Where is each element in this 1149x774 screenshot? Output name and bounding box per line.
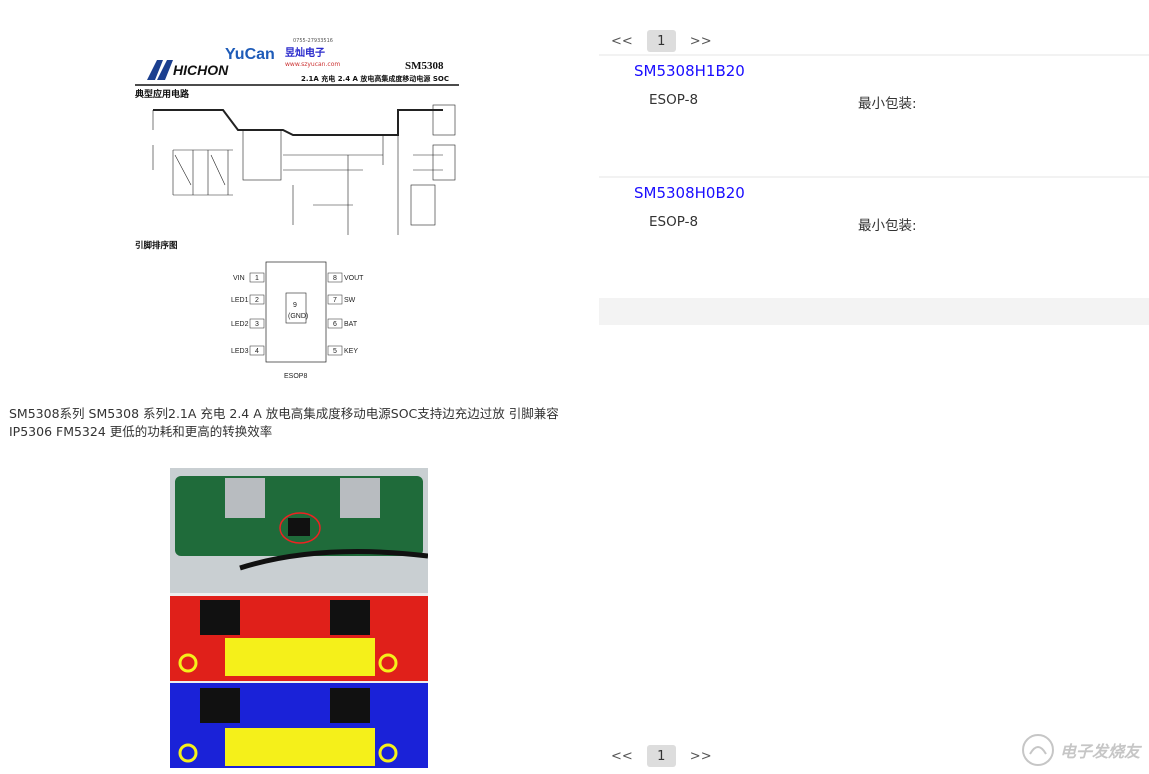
svg-text:(GND): (GND) xyxy=(288,313,308,320)
watermark-icon xyxy=(1022,734,1054,766)
svg-text:5: 5 xyxy=(333,348,337,355)
next-page-button[interactable]: >> xyxy=(689,748,712,764)
datasheet-image: HICHON YuCan 0755-27933516 昱灿电子 www.szyu… xyxy=(133,35,461,380)
svg-text:昱灿电子: 昱灿电子 xyxy=(285,46,325,59)
product-package: ESOP-8 xyxy=(649,92,699,108)
pinout-diagram: 9 (GND) 1 VIN 2 LED1 3 LED2 4 LED3 8 VOUT 7 SW… xyxy=(231,261,364,380)
page-1-button[interactable]: 1 xyxy=(646,745,676,767)
svg-text:KEY: KEY xyxy=(344,348,358,355)
svg-text:6: 6 xyxy=(333,321,337,328)
svg-text:VOUT: VOUT xyxy=(344,275,364,282)
schematic xyxy=(152,104,456,235)
svg-text:9: 9 xyxy=(293,302,297,309)
svg-text:3: 3 xyxy=(255,321,259,328)
prev-page-button[interactable]: << xyxy=(611,748,633,764)
page-1-button[interactable]: 1 xyxy=(646,30,676,52)
svg-text:SW: SW xyxy=(344,297,356,304)
svg-text:4: 4 xyxy=(255,348,259,355)
svg-text:1: 1 xyxy=(255,275,259,282)
svg-text:引脚排序图: 引脚排序图 xyxy=(135,240,178,251)
svg-text:SM5308: SM5308 xyxy=(405,60,444,72)
svg-text:0755-27933516: 0755-27933516 xyxy=(293,38,333,44)
svg-text:BAT: BAT xyxy=(344,321,358,328)
svg-text:典型应用电路: 典型应用电路 xyxy=(135,88,190,100)
divider xyxy=(599,54,1149,56)
prev-page-button[interactable]: << xyxy=(611,33,633,49)
pagination-bottom: << 1 >> xyxy=(611,745,712,767)
hichon-logo: HICHON xyxy=(147,60,229,80)
pcb-photo xyxy=(170,468,429,768)
pagination-top: << 1 >> xyxy=(611,30,712,52)
svg-text:7: 7 xyxy=(333,297,337,304)
product-min-pack-label: 最小包装: xyxy=(858,96,917,112)
product-min-pack-label: 最小包装: xyxy=(858,218,917,234)
svg-text:HICHON: HICHON xyxy=(173,62,229,78)
list-footer-bar xyxy=(599,298,1149,325)
divider xyxy=(599,176,1149,178)
yucan-logo: YuCan xyxy=(225,46,275,63)
svg-text:LED1: LED1 xyxy=(231,297,249,304)
next-page-button[interactable]: >> xyxy=(689,33,712,49)
svg-text:LED3: LED3 xyxy=(231,348,249,355)
product-package: ESOP-8 xyxy=(649,214,699,230)
svg-text:8: 8 xyxy=(333,275,337,282)
svg-text:ESOP8: ESOP8 xyxy=(284,373,307,380)
watermark-logo: 电子发烧友 xyxy=(1020,732,1140,768)
svg-text:LED2: LED2 xyxy=(231,321,249,328)
svg-text:VIN: VIN xyxy=(233,275,245,282)
product-link[interactable]: SM5308H0B20 xyxy=(634,184,745,202)
svg-text:www.szyucan.com: www.szyucan.com xyxy=(285,61,340,68)
product-description: SM5308系列 SM5308 系列2.1A 充电 2.4 A 放电高集成度移动… xyxy=(9,406,559,439)
svg-text:2.1A 充电 2.4 A 放电高集成度移动电源 SOC: 2.1A 充电 2.4 A 放电高集成度移动电源 SOC xyxy=(301,74,449,83)
svg-text:2: 2 xyxy=(255,297,259,304)
product-link[interactable]: SM5308H1B20 xyxy=(634,62,745,80)
